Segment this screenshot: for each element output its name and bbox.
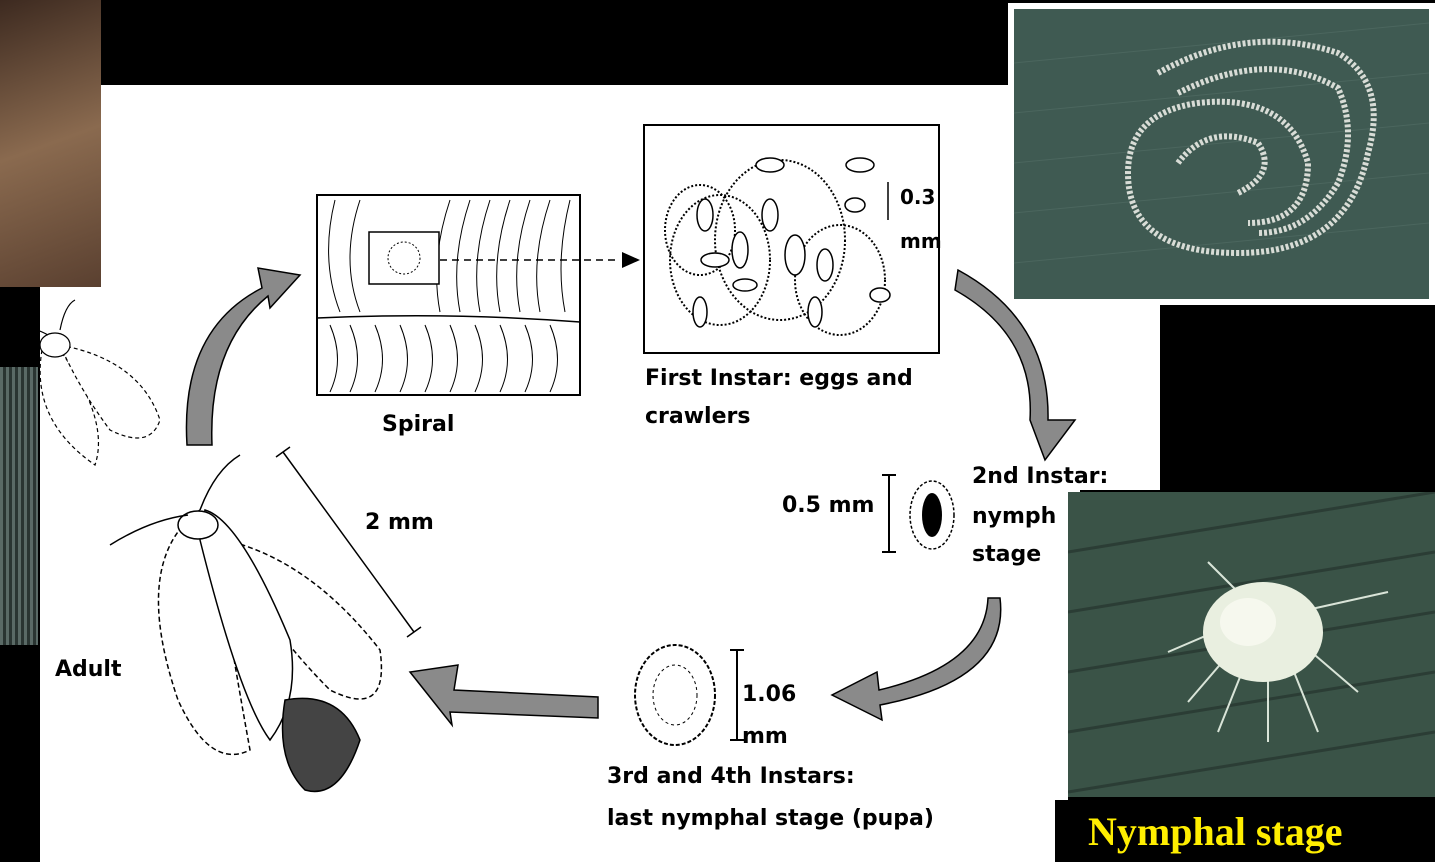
spiral-photo-image	[1008, 3, 1435, 305]
label-third-instar-line1: 3rd and 4th Instars:	[607, 764, 855, 790]
label-spiral: Spiral	[382, 412, 454, 438]
nymph-photo-image	[1068, 492, 1435, 797]
label-first-instar-line2: crawlers	[645, 404, 750, 430]
label-size-0-3: 0.3	[900, 186, 935, 210]
label-first-instar-line1: First Instar: eggs and	[645, 366, 913, 392]
label-size-0-3-unit: mm	[900, 230, 942, 254]
label-second-instar-line1: 2nd Instar:	[972, 464, 1108, 490]
nymphal-stage-caption: Nymphal stage	[1088, 808, 1342, 855]
black-strip-left	[0, 292, 12, 362]
third-instar-drawing	[635, 645, 715, 745]
label-size-0-5: 0.5 mm	[782, 493, 874, 519]
photo-nymph	[1068, 492, 1435, 797]
header-band	[107, 0, 1007, 85]
label-adult: Adult	[55, 657, 122, 683]
black-strip-left-bottom	[0, 650, 14, 862]
label-second-instar-line2: nymph	[972, 504, 1068, 530]
label-size-1-06-unit: mm	[742, 724, 788, 750]
photo-mid-left	[0, 367, 38, 645]
black-box-right	[1160, 310, 1435, 488]
photo-spiral-on-leaf	[1008, 3, 1435, 305]
first-instar-box	[644, 125, 939, 353]
photo-top-left	[0, 0, 101, 287]
second-instar-drawing	[910, 481, 954, 549]
label-2mm: 2 mm	[365, 510, 434, 536]
label-size-1-06: 1.06	[742, 682, 796, 708]
label-second-instar-line3: stage	[972, 542, 1041, 568]
label-third-instar-line2: last nymphal stage (pupa)	[607, 806, 934, 832]
